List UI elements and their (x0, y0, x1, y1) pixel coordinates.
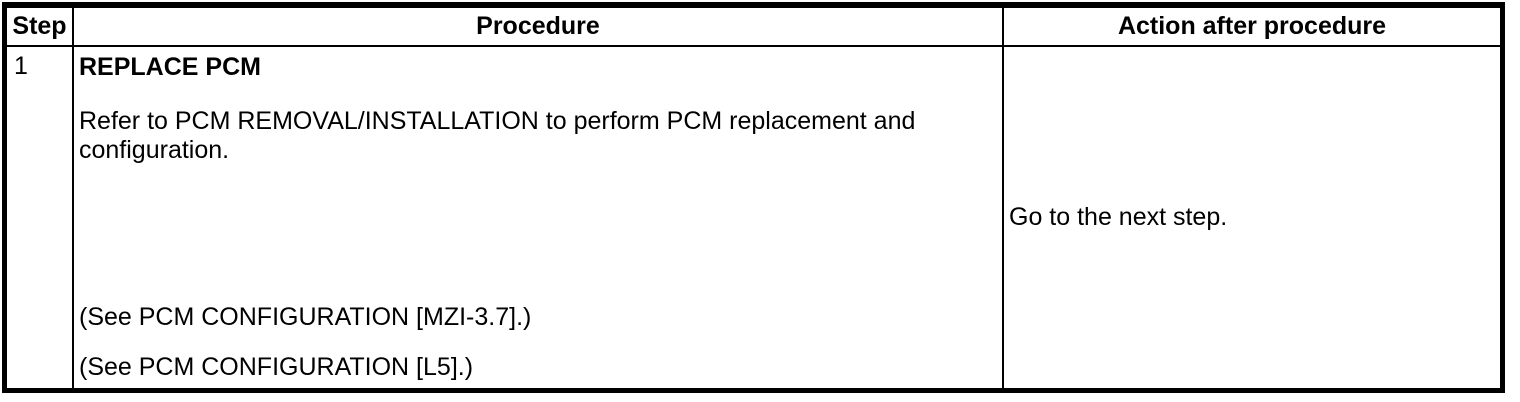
column-header-step: Step (7, 8, 74, 47)
column-header-procedure: Procedure (74, 8, 1004, 47)
procedure-table: Step Procedure Action after procedure 1 … (2, 2, 1505, 393)
action-after-procedure-text: Go to the next step. (1009, 203, 1228, 231)
procedure-reference-l5: (See PCM CONFIGURATION [L5].) (79, 353, 474, 381)
procedure-reference-mzi: (See PCM CONFIGURATION [MZI-3.7].) (79, 303, 532, 331)
procedure-title: REPLACE PCM (79, 53, 261, 81)
table-row-procedure-cell: REPLACE PCM Refer to PCM REMOVAL/INSTALL… (74, 47, 1004, 388)
table-row-action-cell: Go to the next step. (1004, 47, 1500, 388)
procedure-body-text: Refer to PCM REMOVAL/INSTALLATION to per… (79, 107, 916, 164)
table-row-step-number: 1 (7, 47, 74, 388)
column-header-action-after-procedure: Action after procedure (1004, 8, 1500, 47)
